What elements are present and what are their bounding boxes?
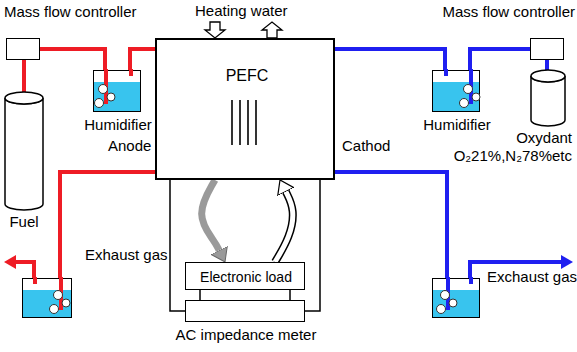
gas-cylinder: Fuel	[4, 92, 44, 210]
mass-flow-controller: Mass flow controller	[530, 38, 564, 60]
humidifier-tank: Humidifier	[432, 70, 480, 112]
electronic-load: Electronic load	[185, 262, 305, 290]
gas-pipe	[470, 49, 530, 70]
node-label: Humidifier	[423, 117, 491, 133]
gas-pipe	[130, 49, 155, 70]
humidifier-tank: Humidifier	[93, 70, 141, 112]
fuel-cell-stack: PEFC	[155, 38, 335, 180]
gas-pipe	[335, 49, 445, 70]
tank-tubes	[433, 279, 481, 319]
cylinder-outline	[530, 70, 566, 126]
wire	[305, 180, 320, 311]
tank-tubes	[94, 71, 142, 113]
node-label: Humidifier	[84, 117, 152, 133]
connector-path	[170, 180, 185, 311]
connector-path	[335, 172, 447, 278]
node-label: PEFC	[226, 68, 269, 84]
cylinder-outline	[4, 92, 44, 210]
current-arrow	[275, 192, 293, 262]
impedance-meter: AC impedance meter	[185, 300, 305, 322]
gas-cylinder: OxydantO₂21%,N₂78%etc	[530, 70, 566, 126]
electrode-label: Cathod	[342, 138, 390, 154]
connector-path	[130, 49, 155, 70]
node-label: Mass flow controller	[442, 4, 575, 20]
node-label: Fuel	[9, 214, 38, 230]
exhaust-trap: Exhaust gas	[22, 278, 72, 318]
connector-path	[335, 49, 445, 70]
connector-path	[22, 60, 26, 92]
connector-path	[275, 192, 293, 262]
heating-water-in-arrow	[205, 22, 225, 38]
gas-pipe	[40, 49, 105, 70]
connector-path	[305, 180, 320, 311]
gas-pipe	[24, 60, 25, 92]
exhaust-arrowhead	[4, 255, 16, 269]
connector-path	[545, 60, 549, 70]
node-label: Oxydant	[516, 130, 572, 146]
node-label: Exhaust gas	[85, 247, 168, 263]
flow-label: Heating water	[195, 3, 288, 19]
arrow-outline	[275, 192, 293, 262]
heating-water-out-arrow	[262, 22, 282, 38]
current-arrow	[202, 180, 220, 250]
membrane-electrode	[232, 100, 256, 145]
gas-pipe	[335, 172, 447, 278]
gas-pipe	[547, 60, 548, 70]
exhaust-arrowhead	[561, 255, 573, 269]
node-label: Mass flow controller	[4, 4, 137, 20]
node-label: AC impedance meter	[176, 327, 317, 343]
electrode-label: Anode	[108, 138, 151, 154]
wire	[199, 290, 201, 300]
connector-path	[470, 49, 530, 70]
wire	[170, 180, 185, 311]
tank-tubes	[433, 71, 481, 113]
wire	[289, 290, 291, 300]
node-label: Electronic load	[200, 269, 292, 285]
node-label: Exchaust gas	[487, 269, 577, 285]
mass-flow-controller: Mass flow controller	[6, 38, 40, 60]
node-label: O₂21%,N₂78%etc	[454, 148, 572, 164]
connector-path	[40, 49, 105, 70]
exhaust-trap: Exchaust gas	[432, 278, 480, 318]
tank-tubes	[23, 279, 73, 319]
connector-path	[202, 180, 220, 250]
